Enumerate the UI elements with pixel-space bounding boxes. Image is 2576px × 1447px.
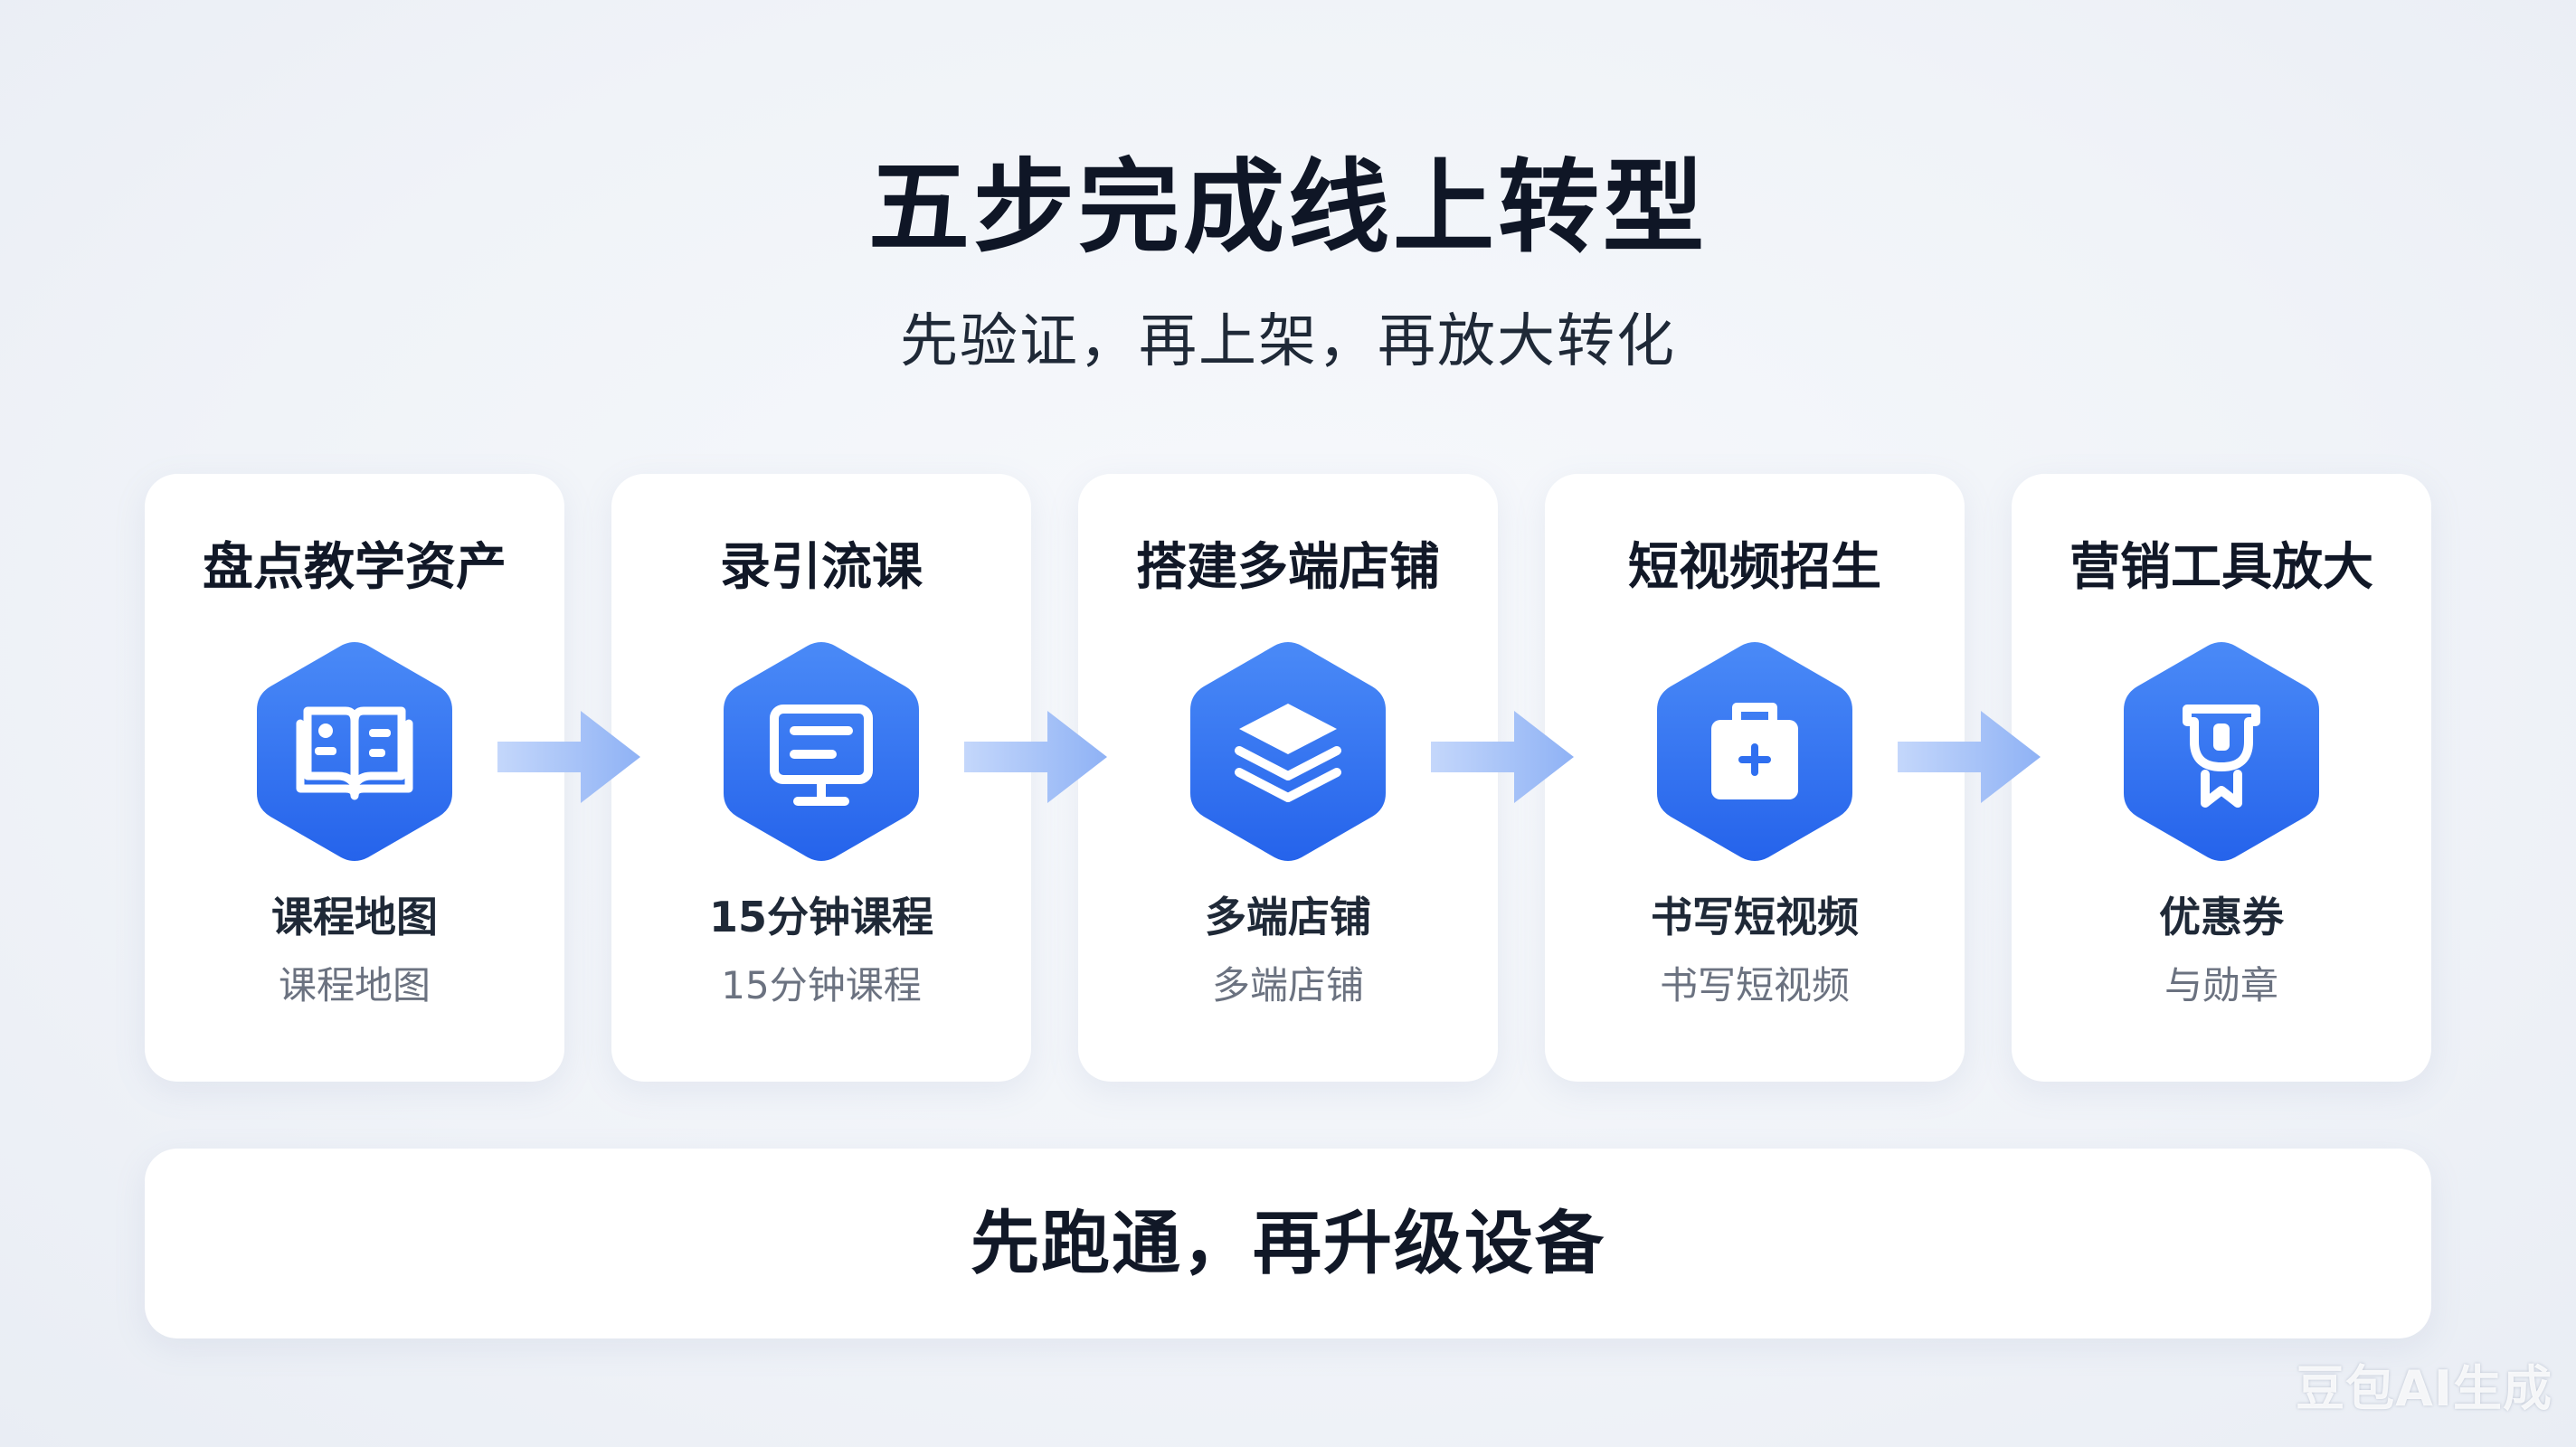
page-subtitle: 先验证，再上架，再放大转化 (900, 308, 1676, 375)
step-sublabel: 课程地图 (278, 963, 431, 1007)
step-card-1: 盘点教学资产 (145, 474, 564, 1082)
book-icon (255, 640, 454, 863)
step-title: 短视频招生 (1628, 538, 1881, 597)
step-title: 搭建多端店铺 (1136, 538, 1440, 597)
watermark: 豆包AI生成 (2296, 1360, 2552, 1417)
step-sublabel: 多端店铺 (1211, 963, 1364, 1007)
step-title: 盘点教学资产 (203, 538, 507, 597)
step-card-4: 短视频招生 书写短视频 书写短 (1545, 474, 1965, 1082)
step-label: 多端店铺 (1205, 893, 1371, 941)
step-sublabel: 书写短视频 (1659, 963, 1850, 1007)
step-label: 书写短视频 (1651, 893, 1859, 941)
steps-row: 盘点教学资产 (145, 474, 2431, 1082)
step-card-2: 录引流课 15分钟课程 15分钟课程 (611, 474, 1031, 1082)
step-card-3: 搭建多端店铺 多端店铺 多端店铺 (1078, 474, 1498, 1082)
monitor-icon (722, 640, 921, 863)
step-sublabel: 15分钟课程 (721, 963, 922, 1007)
arrow-right-icon (1431, 707, 1576, 807)
arrow-right-icon (497, 707, 642, 807)
arrow-right-icon (1898, 707, 2042, 807)
arrow-right-icon (964, 707, 1109, 807)
step-card-5: 营销工具放大 优惠券 与勋章 (2012, 474, 2431, 1082)
step-title: 录引流课 (720, 538, 923, 597)
layers-icon (1189, 640, 1387, 863)
step-sublabel: 与勋章 (2164, 963, 2278, 1007)
step-label: 优惠券 (2159, 893, 2284, 941)
kit-icon (1655, 640, 1854, 863)
step-title: 营销工具放大 (2069, 538, 2373, 597)
step-label: 课程地图 (271, 893, 438, 941)
footer-banner: 先跑通，再升级设备 (145, 1149, 2431, 1338)
footer-text: 先跑通，再升级设备 (971, 1203, 1605, 1283)
page-title: 五步完成线上转型 (868, 149, 1708, 267)
step-label: 15分钟课程 (708, 893, 933, 941)
badge-icon (2122, 640, 2321, 863)
